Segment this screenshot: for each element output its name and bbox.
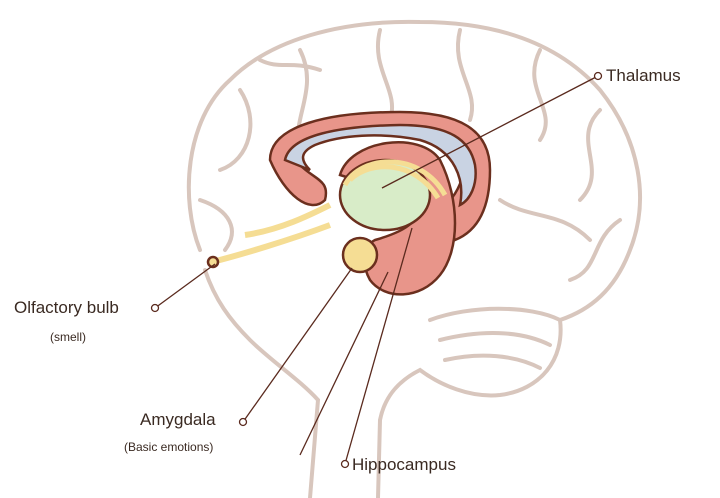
limbic-structures [206, 110, 492, 296]
fornix [342, 159, 448, 200]
hippocampus-label: Hippocampus [352, 455, 456, 474]
olfactory-bulb-label: Olfactory bulb [14, 298, 119, 317]
brain-outline [186, 19, 642, 498]
thalamus-label: Thalamus [606, 66, 681, 85]
ventricle [283, 123, 477, 208]
amygdala-shape [341, 236, 379, 274]
amygdala-label: Amygdala [140, 410, 216, 429]
leader-lines [150, 71, 603, 469]
olfactory-bulb-shape [206, 255, 220, 269]
olfactory-tract [211, 202, 332, 265]
olfactory-note: (smell) [50, 330, 86, 344]
amygdala-note: (Basic emotions) [124, 440, 214, 454]
